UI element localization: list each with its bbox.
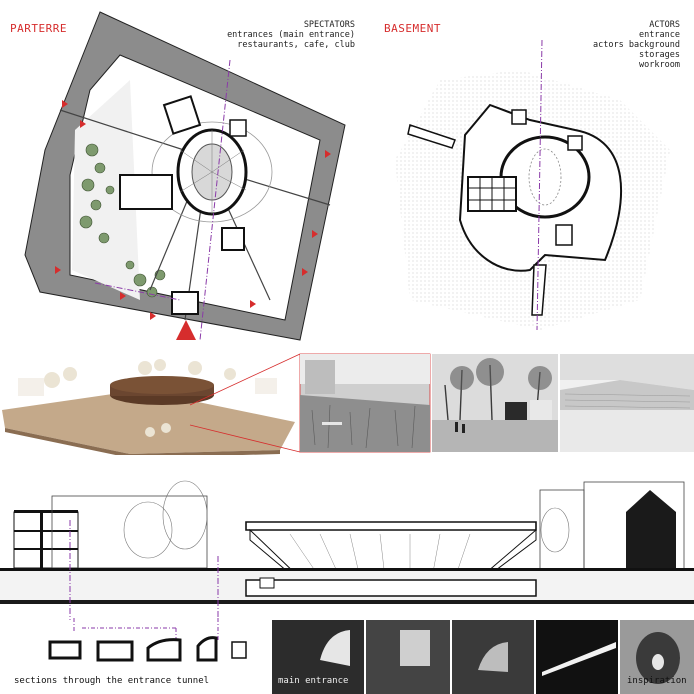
photo-strip (2, 353, 694, 455)
parterre-outer-ring (151, 121, 273, 223)
section-roof (245, 521, 537, 531)
section-background-building-right (539, 489, 585, 571)
basement-room-2 (567, 135, 583, 151)
parterre-entrance-markers (55, 100, 331, 340)
basement-legend-line-2: actors background (593, 40, 680, 50)
building-section (0, 480, 694, 620)
tunnel-sections-caption: sections through the entrance tunnel (14, 676, 210, 686)
basement-legend-line-4: workroom (639, 60, 680, 70)
parterre-title: PARTERRE (10, 22, 67, 35)
inspiration-caption: inspiration (627, 676, 687, 686)
tunnel-section-1 (48, 640, 82, 660)
tunnel-section-5 (231, 641, 247, 659)
parterre-cross-axis (94, 282, 181, 301)
section-basement (245, 579, 537, 597)
basement-south-tunnel (531, 264, 547, 316)
entrance-photo-4 (536, 620, 618, 694)
basement-west-tunnel (407, 124, 456, 149)
basement-room-1 (511, 109, 527, 125)
parterre-plan (24, 11, 346, 341)
basement-legend-heading: ACTORS (649, 20, 680, 30)
basement-legend-line-3: storages (639, 50, 680, 60)
entrance-photo-strip (272, 620, 694, 694)
amphitheatre-render (560, 354, 694, 452)
basement-legend: ACTORS entrance actors background storag… (555, 20, 680, 70)
tunnel-section-2 (96, 640, 134, 662)
parterre-trees (79, 143, 166, 298)
tunnel-section-3 (146, 638, 182, 662)
section-gable-building (626, 490, 676, 568)
parterre-legend: SPECTATORS entrances (main entrance) res… (220, 20, 355, 50)
parterre-entrance-building (171, 291, 199, 315)
parterre-pavilion-ne (229, 119, 247, 137)
parterre-pavilion-north (162, 95, 202, 135)
main-entrance-caption: main entrance (278, 676, 349, 686)
section-foundation (0, 600, 694, 604)
callout-line-top (189, 353, 301, 406)
basement-legend-line-1: entrance (639, 30, 680, 40)
street-photo (432, 354, 558, 452)
basement-main-axis (536, 40, 543, 331)
tunnel-section-4 (196, 636, 218, 662)
tunnel-sections (48, 618, 247, 662)
model-photo (2, 359, 295, 455)
basement-room-3 (555, 224, 573, 246)
parterre-pavilion-west (119, 174, 173, 210)
section-left-building (13, 511, 79, 569)
parterre-main-axis (199, 59, 231, 341)
section-trees (123, 480, 570, 559)
basement-title: BASEMENT (384, 22, 441, 35)
parterre-pavilion-south (221, 227, 245, 251)
callout-line-bottom (189, 424, 301, 453)
basement-plan (395, 40, 670, 331)
basement-workroom-grid (467, 176, 517, 212)
parterre-legend-heading: SPECTATORS (303, 20, 355, 30)
parterre-legend-line-1: entrances (main entrance) (227, 30, 355, 40)
section-ground-line (0, 568, 694, 571)
parterre-legend-line-2: restaurants, cafe, club (237, 40, 355, 50)
parterre-radial-lines (179, 130, 247, 214)
basement-stage-pit (528, 148, 562, 206)
garden-photo (299, 353, 431, 453)
